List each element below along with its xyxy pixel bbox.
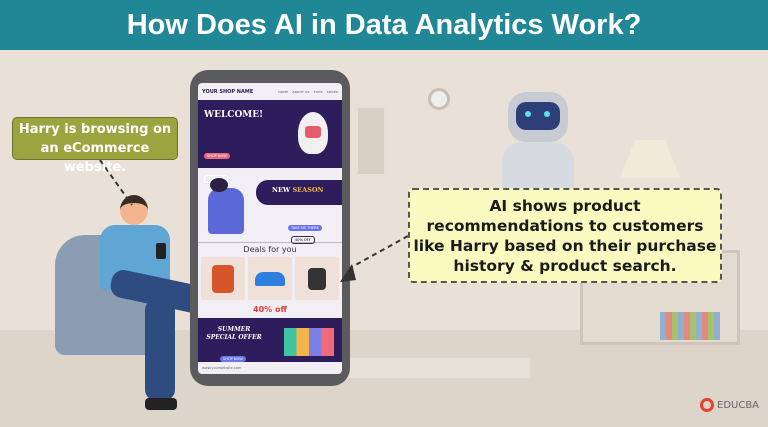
smartphone-icon [156, 243, 166, 259]
product-row [198, 254, 342, 303]
wall-window [355, 105, 387, 177]
product-jacket[interactable] [201, 257, 245, 300]
person-head [120, 195, 148, 225]
new-season-title-b: SEASON [292, 186, 324, 194]
deals-title: Deals for you [243, 245, 297, 254]
new-season-title-a: NEW [272, 186, 293, 194]
product-smartwatch[interactable] [295, 257, 339, 300]
nav-about[interactable]: ABOUT US [292, 89, 310, 94]
new-season-banner: NEW SEASON TAKE ME THERE 40% OFF [198, 170, 342, 244]
shop-website[interactable]: YOUR SHOP NAME HOME ABOUT US TOPS SHOES … [198, 83, 342, 374]
shop-nav: YOUR SHOP NAME HOME ABOUT US TOPS SHOES [198, 83, 342, 100]
wall-clock-icon [428, 88, 450, 110]
nav-tops[interactable]: TOPS [313, 89, 323, 94]
arrow-head-icon [340, 264, 356, 282]
educba-logo: EDUCBA [700, 398, 759, 412]
logo-text: EDUCBA [717, 399, 760, 411]
ai-connector [349, 235, 409, 269]
welcome-banner: WELCOME! SHOP NOW 30% OFF [198, 100, 342, 183]
summer-shop-now-button[interactable]: SHOP NOW [220, 356, 246, 362]
harry-connector [99, 159, 133, 206]
summer-title: SUMMER SPECIAL OFFER [206, 326, 262, 341]
shop-footer: www.yourwebsite.com [202, 366, 242, 370]
shop-name: YOUR SHOP NAME [202, 88, 254, 95]
nav-shoes[interactable]: SHOES [326, 89, 338, 94]
product-sneakers[interactable] [248, 257, 292, 300]
shopping-bags-illustration [284, 328, 334, 356]
page-title: How Does AI in Data Analytics Work? [0, 0, 768, 50]
new-season-badge: 40% OFF [291, 236, 315, 244]
rug [330, 358, 530, 378]
welcome-title: WELCOME! [204, 110, 264, 120]
shop-now-button[interactable]: SHOP NOW [204, 153, 230, 159]
person-leg [145, 300, 175, 400]
educba-logo-icon [700, 398, 714, 412]
deal-discount: 40% off [253, 305, 287, 314]
take-me-there-button[interactable]: TAKE ME THERE [288, 225, 322, 231]
nav-home[interactable]: HOME [278, 89, 289, 94]
woman-laptop-illustration [298, 112, 328, 154]
summer-banner: SUMMER SPECIAL OFFER SHOP NOW [198, 318, 342, 362]
shoe [145, 398, 177, 410]
ai-callout: AI shows product recommendations to cust… [408, 188, 722, 283]
harry-callout: Harry is browsing on an eCommerce websit… [12, 117, 178, 175]
books [660, 312, 720, 340]
robot-head [508, 92, 568, 142]
man-illustration [208, 188, 244, 234]
